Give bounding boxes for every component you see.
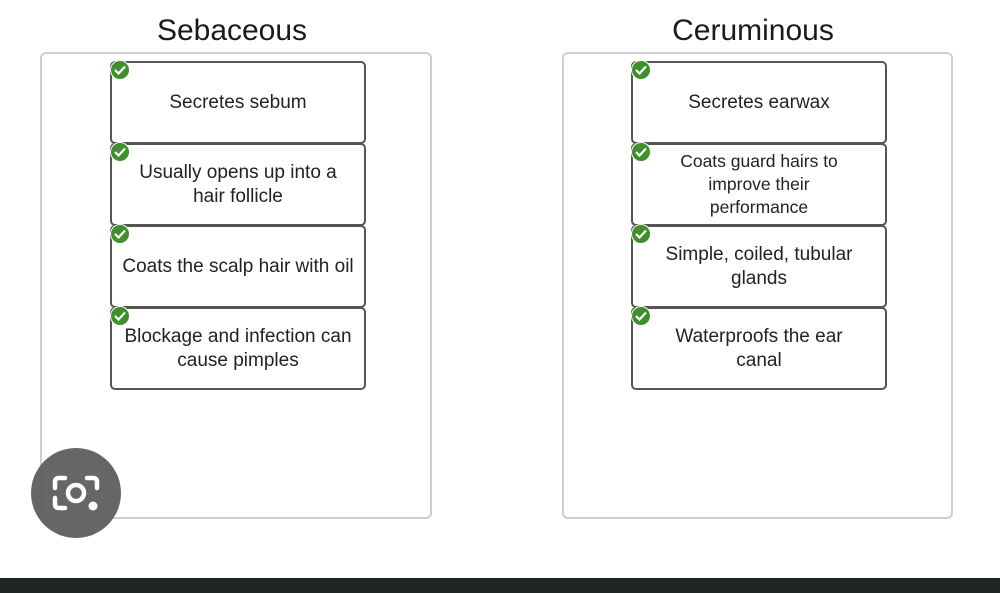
card-label: Coats the scalp hair with oil	[122, 255, 354, 277]
column-title-ceruminous: Ceruminous	[672, 14, 834, 47]
answer-card[interactable]: Coats the scalp hair with oil	[110, 224, 366, 308]
card-label: Usually opens up into a hair follicle	[139, 161, 337, 207]
bottom-bar	[0, 578, 1000, 593]
check-icon	[631, 306, 651, 326]
card-label: Simple, coiled, tubular glands	[665, 243, 853, 289]
check-icon	[110, 224, 130, 244]
answer-card[interactable]: Usually opens up into a hair follicle	[110, 142, 366, 226]
check-icon	[631, 224, 651, 244]
google-lens-icon	[52, 475, 100, 511]
drop-zone-sebaceous[interactable]: Secretes sebum Usually opens up into a h…	[40, 52, 432, 519]
answer-card[interactable]: Simple, coiled, tubular glands	[631, 224, 887, 308]
answer-card[interactable]: Secretes earwax	[631, 60, 887, 144]
answer-card[interactable]: Coats guard hairs to improve their perfo…	[631, 142, 887, 226]
check-icon	[110, 306, 130, 326]
answer-card[interactable]: Blockage and infection can cause pimples	[110, 306, 366, 390]
check-icon	[631, 60, 651, 80]
column-title-sebaceous: Sebaceous	[156, 14, 308, 47]
check-icon	[110, 60, 130, 80]
answer-card[interactable]: Secretes sebum	[110, 60, 366, 144]
check-icon	[110, 142, 130, 162]
card-label: Waterproofs the ear canal	[675, 325, 843, 371]
card-label: Coats guard hairs to improve their perfo…	[680, 151, 838, 217]
answer-card[interactable]: Waterproofs the ear canal	[631, 306, 887, 390]
drop-zone-ceruminous[interactable]: Secretes earwax Coats guard hairs to imp…	[562, 52, 953, 519]
check-icon	[631, 142, 651, 162]
google-lens-button[interactable]	[31, 448, 121, 538]
card-label: Secretes earwax	[688, 91, 830, 113]
card-label: Blockage and infection can cause pimples	[124, 325, 352, 371]
card-label: Secretes sebum	[169, 91, 307, 113]
